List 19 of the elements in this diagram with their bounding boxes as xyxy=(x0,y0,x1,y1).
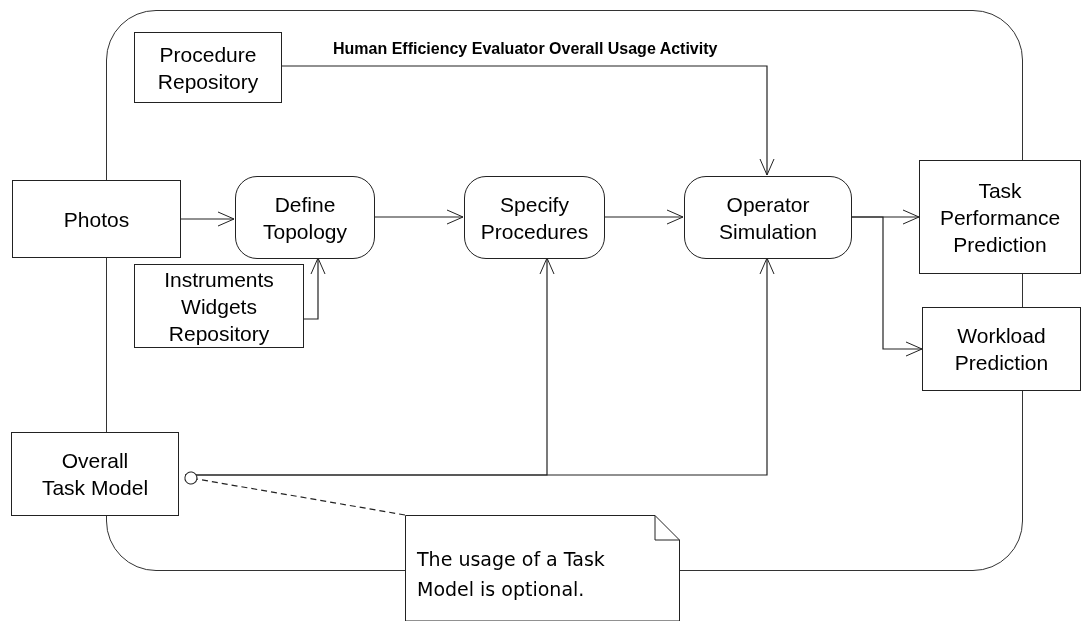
arrow xyxy=(373,209,464,225)
object-box: Overall Task Model xyxy=(11,432,179,516)
arrow xyxy=(850,216,923,357)
note xyxy=(405,515,680,621)
action-box: Operator Simulation xyxy=(684,176,852,259)
arrow xyxy=(280,65,775,176)
object-box: Workload Prediction xyxy=(922,307,1081,391)
arrow xyxy=(302,257,326,320)
object-box: Procedure Repository xyxy=(134,32,282,103)
note-anchor-line xyxy=(184,471,406,516)
object-box: Task Performance Prediction xyxy=(919,160,1081,274)
note-text: The usage of a Task Model is optional. xyxy=(417,547,606,602)
arrow xyxy=(603,209,684,225)
activity-title: Human Efficiency Evaluator Overall Usage Activity xyxy=(333,39,718,59)
arrow xyxy=(180,211,235,227)
action-box: Define Topology xyxy=(235,176,375,259)
object-box: Instruments Widgets Repository xyxy=(134,264,304,348)
action-box: Specify Procedures xyxy=(464,176,605,259)
object-box: Photos xyxy=(12,180,181,258)
